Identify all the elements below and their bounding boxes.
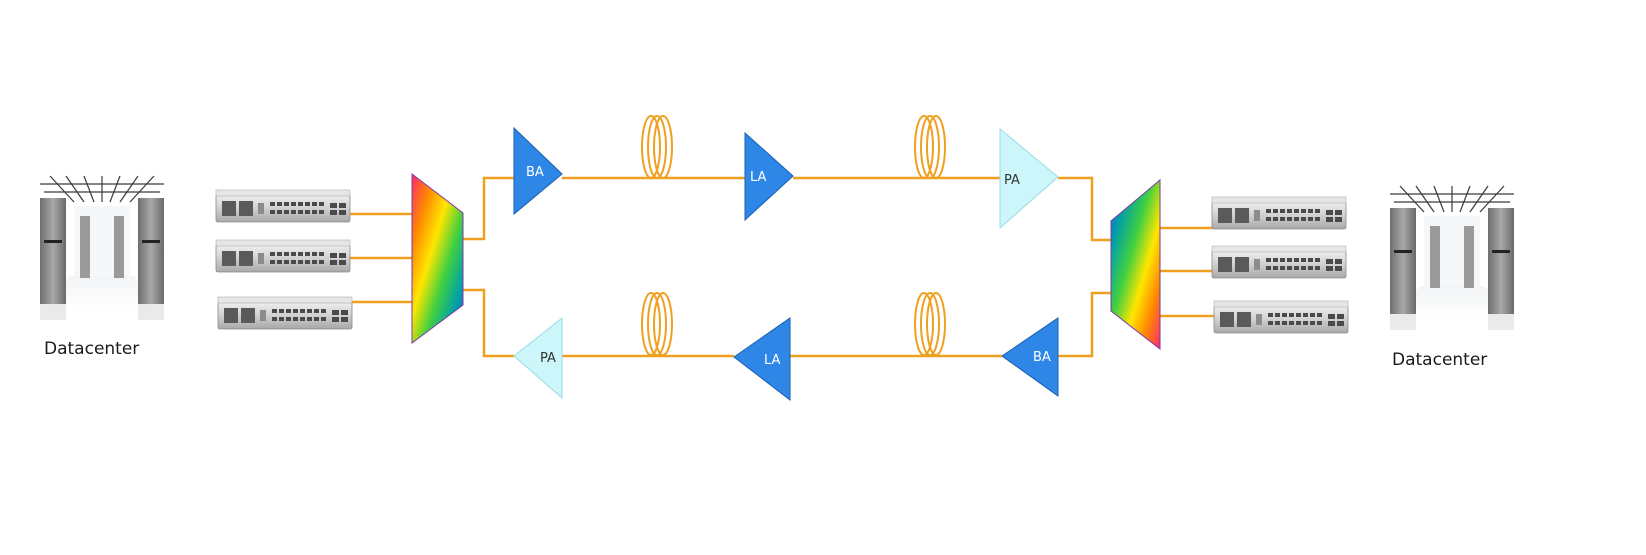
fiber-spool-icon bbox=[641, 115, 673, 179]
amplifier-top-ba: BA bbox=[513, 126, 563, 216]
datacenter-label-right: Datacenter bbox=[1392, 350, 1487, 370]
amplifier-label: BA bbox=[526, 165, 544, 180]
server-room-icon bbox=[40, 175, 164, 320]
fiber-spool-icon bbox=[914, 115, 946, 179]
network-chassis-icon bbox=[1211, 245, 1347, 279]
fiber-left-mux-bottom bbox=[463, 288, 514, 358]
datacenter-label-left: Datacenter bbox=[44, 339, 139, 359]
wdm-mux-icon bbox=[1110, 178, 1161, 351]
amplifier-label: LA bbox=[764, 353, 781, 368]
amplifier-top-la: LA bbox=[744, 131, 794, 222]
amplifier-bottom-ba: BA bbox=[1001, 317, 1059, 397]
network-chassis-icon bbox=[1211, 196, 1347, 230]
amplifier-label: BA bbox=[1033, 350, 1051, 365]
amplifier-label: LA bbox=[750, 170, 767, 185]
fiber-right-mux-top bbox=[1058, 176, 1112, 242]
amplifier-bottom-la: LA bbox=[733, 317, 791, 402]
amplifier-top-pa: PA bbox=[999, 127, 1059, 230]
network-chassis-icon bbox=[215, 189, 351, 223]
fiber-left-mux-top bbox=[463, 176, 514, 241]
amplifier-bottom-pa: PA bbox=[513, 316, 563, 400]
fiber-spool-icon bbox=[641, 292, 673, 356]
amplifier-label: PA bbox=[1004, 173, 1020, 188]
wdm-mux-icon bbox=[411, 172, 464, 344]
network-chassis-icon bbox=[215, 239, 351, 273]
network-chassis-icon bbox=[217, 296, 353, 330]
amplifier-label: PA bbox=[540, 351, 556, 366]
fiber-spool-icon bbox=[914, 292, 946, 356]
network-chassis-icon bbox=[1213, 300, 1349, 334]
fiber-right-mux-bottom bbox=[1058, 291, 1112, 358]
server-room-icon bbox=[1390, 185, 1514, 330]
